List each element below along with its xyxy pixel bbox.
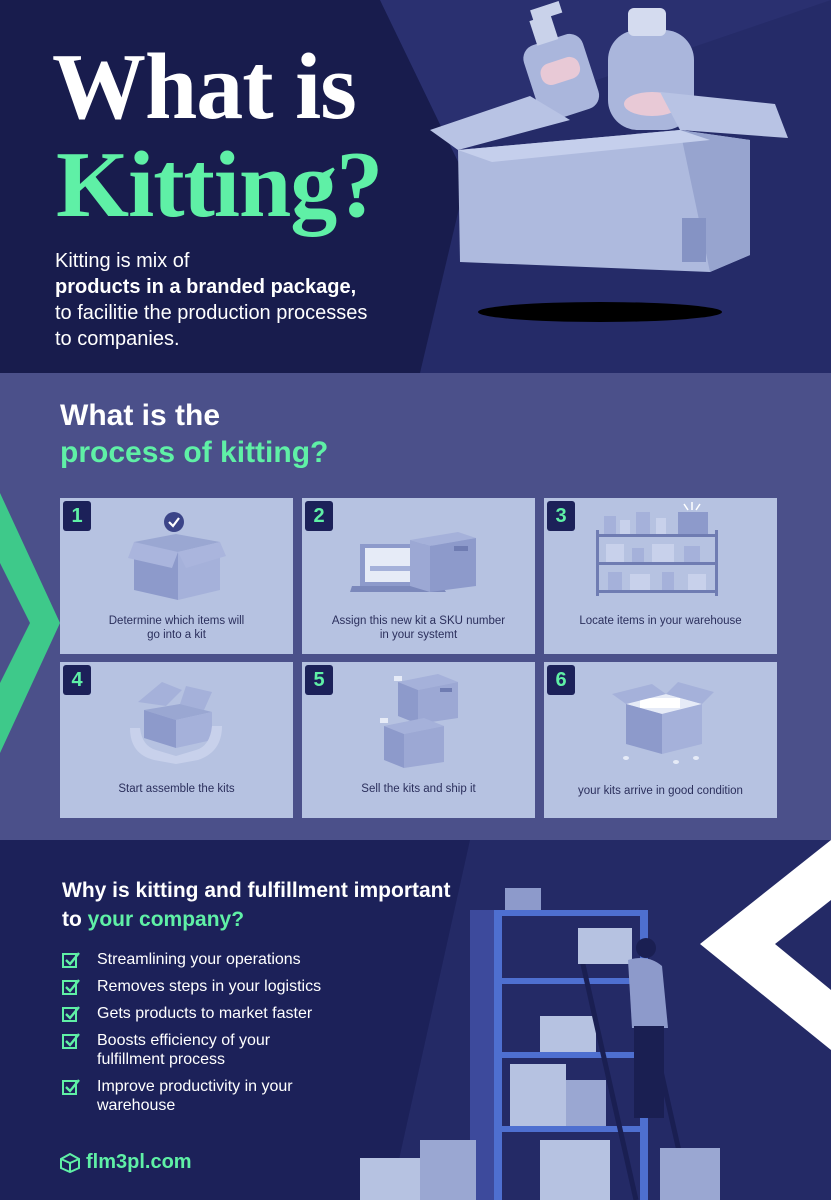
check-icon bbox=[62, 1006, 80, 1022]
stacked-boxes-icon bbox=[380, 674, 458, 768]
green-chevron-decoration bbox=[0, 493, 60, 753]
step-card-5: 5 Sell the kits and ship it bbox=[302, 662, 535, 818]
check-icon bbox=[62, 952, 80, 968]
step-caption: Start assemble the kits bbox=[118, 783, 235, 795]
hero-text-line4: to companies. bbox=[55, 328, 180, 350]
shelf-icon bbox=[596, 502, 718, 596]
process-title-line1: What is the bbox=[60, 399, 221, 432]
hero-description: Kitting is mix of products in a branded … bbox=[55, 248, 475, 352]
step-number: 4 bbox=[63, 665, 91, 695]
step-card-6: 6 your kits arrive in good condition bbox=[544, 662, 777, 818]
list-item: Improve productivity in your warehouse bbox=[62, 1077, 321, 1115]
hero-title-line2: Kitting? bbox=[56, 133, 383, 237]
process-steps-grid: 1 Determine which items will go into a k… bbox=[60, 498, 778, 820]
step-card-1: 1 Determine which items will go into a k… bbox=[60, 498, 293, 654]
box-logo-icon bbox=[60, 1152, 80, 1173]
step-number: 2 bbox=[305, 501, 333, 531]
check-icon bbox=[62, 1033, 80, 1049]
hands-box-icon bbox=[130, 682, 222, 764]
step-caption: Locate items in your warehouse bbox=[579, 615, 742, 627]
step-caption: your kits arrive in good condition bbox=[578, 785, 743, 797]
process-section: What is the process of kitting? 1 Determ… bbox=[0, 373, 831, 840]
open-box-check-icon bbox=[128, 512, 226, 600]
step-caption: Sell the kits and ship it bbox=[361, 783, 476, 795]
step-card-2: 2 Assign this new kit a SKU number in yo… bbox=[302, 498, 535, 654]
brand-name[interactable]: flm3pl.com bbox=[86, 1151, 192, 1173]
list-item: Boosts efficiency of your fulfillment pr… bbox=[62, 1031, 321, 1069]
open-box-items-icon bbox=[612, 682, 714, 764]
step-caption: Determine which items will go into a kit bbox=[108, 615, 245, 641]
benefits-list: Streamlining your operations Removes ste… bbox=[62, 950, 321, 1123]
step-card-4: 4 Start assemble the kits bbox=[60, 662, 293, 818]
step-number: 3 bbox=[547, 501, 575, 531]
hero-text-line2: products in a branded package, bbox=[55, 276, 357, 298]
step-number: 6 bbox=[547, 665, 575, 695]
hero-title-line1: What is bbox=[52, 35, 357, 139]
check-icon bbox=[62, 979, 80, 995]
process-title-line2: process of kitting? bbox=[60, 436, 329, 469]
list-item: Gets products to market faster bbox=[62, 1004, 321, 1023]
brand-footer[interactable]: flm3pl.com bbox=[60, 1151, 192, 1174]
step-number: 1 bbox=[63, 501, 91, 531]
hero-text-line1: Kitting is mix of bbox=[55, 250, 190, 272]
why-section: Why is kitting and fulfillment important… bbox=[0, 840, 831, 1200]
warehouse-worker-illustration bbox=[360, 840, 831, 1200]
step-card-3: 3 bbox=[544, 498, 777, 654]
open-box-bottles-illustration bbox=[430, 1, 788, 322]
step-caption: Assign this new kit a SKU number in your… bbox=[331, 615, 506, 641]
step-number: 5 bbox=[305, 665, 333, 695]
list-item: Streamlining your operations bbox=[62, 950, 321, 969]
check-icon bbox=[62, 1079, 80, 1095]
why-title: Why is kitting and fulfillment important… bbox=[62, 879, 451, 931]
hero-section: What is Kitting? Kitting is mix of produ… bbox=[0, 0, 831, 373]
list-item: Removes steps in your logistics bbox=[62, 977, 321, 996]
hero-text-line3: to facilitie the production processes bbox=[55, 302, 368, 324]
laptop-box-icon bbox=[350, 532, 476, 592]
